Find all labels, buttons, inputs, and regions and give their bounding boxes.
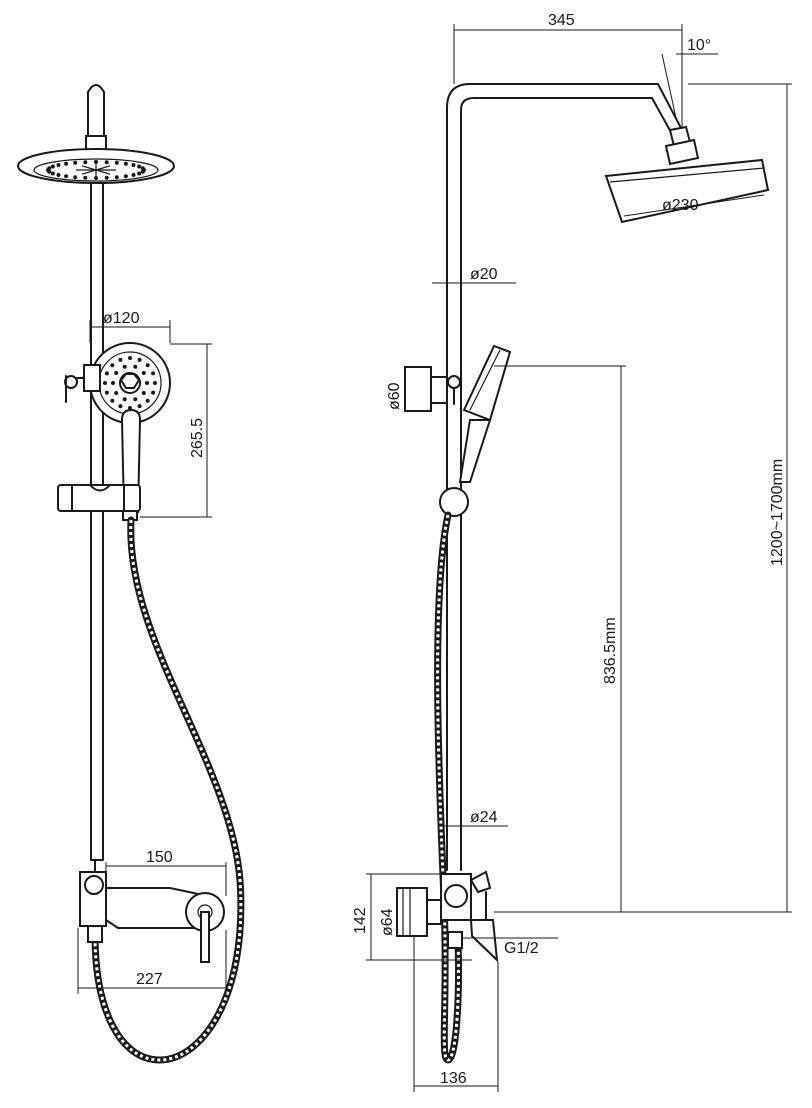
dim-mixer-depth: 136 (413, 936, 499, 1092)
dim-pipe-upper: ø20 (432, 266, 516, 284)
dim-slide-height: 836.5mm (494, 365, 626, 913)
label-slide-height: 836.5mm (602, 617, 619, 684)
dim-inlet-thread: G1/2 (462, 937, 558, 957)
label-inlet-thread: G1/2 (504, 940, 539, 957)
label-handshower-height: 265.5 (189, 418, 206, 458)
side-slide-knob (439, 487, 469, 517)
label-head-diameter: ø230 (662, 197, 699, 214)
dim-spout-length: 150 (105, 849, 227, 896)
side-shower-head (604, 158, 770, 224)
dim-head-tilt: 10° (661, 37, 718, 119)
label-mixer-depth: 136 (440, 1070, 467, 1087)
front-hose (91, 516, 245, 1064)
side-hand-shower (458, 344, 512, 483)
side-riser-arm-inner (460, 97, 673, 871)
side-mixer (396, 870, 499, 963)
dim-total-height: 1200~1700mm (626, 83, 792, 913)
label-head-tilt: 10° (687, 37, 711, 54)
dim-pipe-lower: ø24 (440, 809, 508, 827)
side-riser-arm-outer (446, 83, 683, 871)
label-total-height: 1200~1700mm (769, 459, 786, 566)
dim-mixer-height: 142 (352, 873, 472, 961)
front-mixer (79, 859, 225, 963)
front-view: ø120 265.5 150 227 (17, 84, 245, 1064)
side-holder (404, 366, 461, 412)
dim-mixer-width: 227 (77, 928, 227, 994)
dim-handshower-height: 265.5 (140, 343, 212, 518)
label-pipe-diameter-lower: ø24 (470, 809, 498, 826)
label-arm-reach: 345 (548, 12, 575, 29)
label-mixer-height: 142 (352, 907, 369, 934)
front-slide-holder (57, 484, 141, 512)
dim-arm-reach: 345 (453, 12, 683, 128)
label-mixer-width: 227 (136, 971, 163, 988)
dim-head-diameter-front: ø120 (89, 310, 171, 343)
front-riser-cap (87, 84, 105, 137)
label-holder-diameter: ø60 (386, 382, 403, 410)
label-spout-length: 150 (146, 849, 173, 866)
side-head-connector (664, 125, 700, 166)
front-shower-head (17, 135, 175, 184)
side-hose (434, 511, 463, 1064)
front-holder-bracket (64, 364, 101, 403)
label-mixer-diameter: ø64 (379, 908, 396, 936)
side-view: 345 10° ø230 ø20 ø60 836.5mm (352, 12, 792, 1092)
label-pipe-diameter-upper: ø20 (470, 266, 498, 283)
label-head-diameter-front: ø120 (103, 310, 140, 327)
